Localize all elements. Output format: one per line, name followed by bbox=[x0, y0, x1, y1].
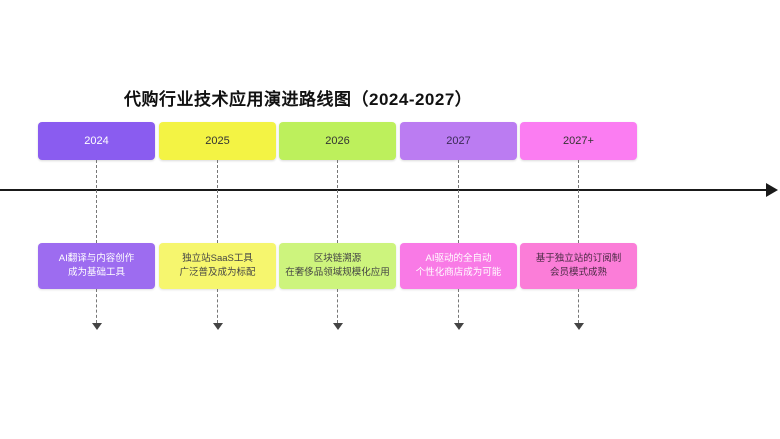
connector-line bbox=[578, 289, 579, 323]
year-box: 2026 bbox=[279, 122, 396, 160]
page-title: 代购行业技术应用演进路线图（2024-2027） bbox=[124, 90, 473, 109]
connector-line bbox=[217, 289, 218, 323]
year-box: 2024 bbox=[38, 122, 155, 160]
timeline-item: 2026 区块链溯源 在奢侈品领域规模化应用 bbox=[279, 0, 396, 439]
timeline-item: 2025 独立站SaaS工具 广泛普及成为标配 bbox=[159, 0, 276, 439]
year-box: 2025 bbox=[159, 122, 276, 160]
description-box: 基于独立站的订阅制 会员模式成熟 bbox=[520, 243, 637, 289]
description-line: 区块链溯源 bbox=[313, 252, 362, 264]
description-line: 个性化商店成为可能 bbox=[415, 267, 502, 278]
description-line: AI翻译与内容创作 bbox=[58, 252, 135, 264]
year-box: 2027+ bbox=[520, 122, 637, 160]
connector-line bbox=[337, 289, 338, 323]
year-label: 2026 bbox=[325, 135, 350, 147]
description-box: AI翻译与内容创作 成为基础工具 bbox=[38, 243, 155, 289]
down-arrow-icon bbox=[92, 323, 102, 330]
description-line: 独立站SaaS工具 bbox=[182, 252, 253, 264]
description-line: AI驱动的全自动 bbox=[425, 252, 492, 264]
year-label: 2025 bbox=[205, 135, 230, 147]
connector-line bbox=[458, 289, 459, 323]
down-arrow-icon bbox=[574, 323, 584, 330]
connector-line bbox=[337, 160, 338, 243]
description-line: 广泛普及成为标配 bbox=[179, 267, 256, 278]
year-box: 2027 bbox=[400, 122, 517, 160]
description-line: 成为基础工具 bbox=[67, 267, 125, 278]
timeline-item: 2024 AI翻译与内容创作 成为基础工具 bbox=[38, 0, 155, 439]
year-label: 2027 bbox=[446, 135, 471, 147]
connector-line bbox=[578, 160, 579, 243]
connector-line bbox=[96, 289, 97, 323]
timeline-item: 2027+ 基于独立站的订阅制 会员模式成熟 bbox=[520, 0, 637, 439]
description-box: 区块链溯源 在奢侈品领域规模化应用 bbox=[279, 243, 396, 289]
description-box: AI驱动的全自动 个性化商店成为可能 bbox=[400, 243, 517, 289]
timeline-axis bbox=[0, 189, 770, 191]
connector-line bbox=[458, 160, 459, 243]
down-arrow-icon bbox=[454, 323, 464, 330]
connector-line bbox=[217, 160, 218, 243]
description-line: 基于独立站的订阅制 bbox=[535, 252, 622, 264]
connector-line bbox=[96, 160, 97, 243]
description-line: 在奢侈品领域规模化应用 bbox=[285, 267, 390, 278]
down-arrow-icon bbox=[333, 323, 343, 330]
year-label: 2027+ bbox=[563, 135, 594, 147]
axis-arrow-icon bbox=[766, 183, 778, 197]
down-arrow-icon bbox=[213, 323, 223, 330]
description-box: 独立站SaaS工具 广泛普及成为标配 bbox=[159, 243, 276, 289]
description-line: 会员模式成熟 bbox=[549, 267, 607, 278]
year-label: 2024 bbox=[84, 135, 109, 147]
timeline-item: 2027 AI驱动的全自动 个性化商店成为可能 bbox=[400, 0, 517, 439]
